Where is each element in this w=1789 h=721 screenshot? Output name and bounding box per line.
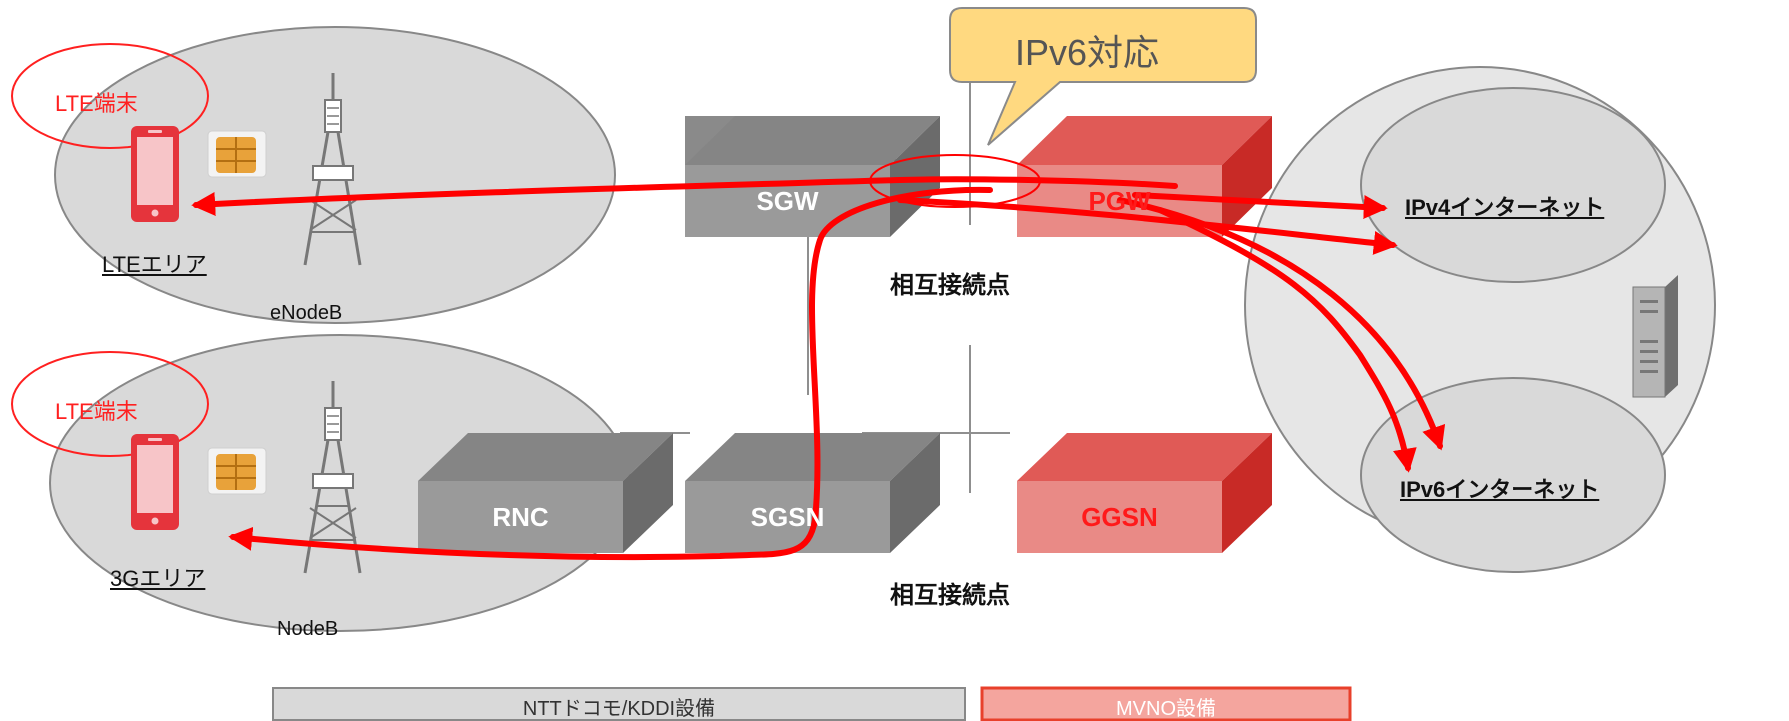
enodeb-label: eNodeB	[270, 302, 343, 324]
ipv4-route-2	[897, 197, 1398, 255]
ipv6-callout-text: IPv6対応	[1015, 32, 1160, 73]
3g-terminal-highlight	[11, 351, 209, 457]
ipv6-internet-label: IPv6インターネット	[1400, 477, 1600, 502]
lte-area-label: LTEエリア	[102, 252, 207, 277]
ipv4-route	[1132, 192, 1388, 219]
ipv4-internet-label: IPv4インターネット	[1405, 195, 1605, 220]
antenna-tower-icon	[303, 381, 362, 574]
3g-route	[228, 186, 993, 561]
legend-mvno-box	[980, 686, 1352, 721]
smartphone-icon	[131, 126, 179, 222]
sgsn-label: SGSN	[750, 502, 825, 532]
pgw-label: PGW	[1088, 186, 1151, 216]
lte-terminal-label: LTE端末	[55, 91, 138, 116]
sgsn-box	[685, 433, 940, 553]
rnc-box	[418, 433, 673, 553]
legend-mvno-label: MVNO設備	[1116, 698, 1216, 720]
legend-carrier-box	[272, 687, 966, 721]
ggsn-box	[1017, 433, 1272, 553]
3g-area-label: 3Gエリア	[110, 566, 206, 591]
3g-terminal-label: LTE端末	[55, 399, 138, 424]
ipv6-route	[1157, 207, 1417, 473]
ipv6-route-2	[1117, 197, 1446, 451]
legend-carrier-label: NTTドコモ/KDDI設備	[522, 698, 716, 720]
rnc-label: RNC	[492, 502, 549, 532]
interconnect-point-lower: 相互接続点	[890, 582, 1010, 609]
lte-route	[191, 176, 1178, 216]
ipv4-internet-ellipse	[1360, 87, 1666, 283]
ipv6-callout	[949, 7, 1257, 146]
sim-card-icon	[207, 447, 267, 495]
sim-card-icon	[207, 130, 267, 178]
interconnect-point-upper: 相互接続点	[890, 272, 1010, 299]
ggsn-label: GGSN	[1081, 502, 1158, 532]
sgw-box	[685, 116, 940, 237]
server-icon	[1632, 275, 1678, 398]
interconnect-highlight	[869, 154, 1041, 208]
traffic-routes	[191, 176, 1446, 561]
nodeb-label: NodeB	[277, 618, 339, 640]
smartphone-icon	[131, 434, 179, 530]
sgw-label: SGW	[756, 186, 819, 216]
lte-terminal-highlight	[11, 43, 209, 149]
